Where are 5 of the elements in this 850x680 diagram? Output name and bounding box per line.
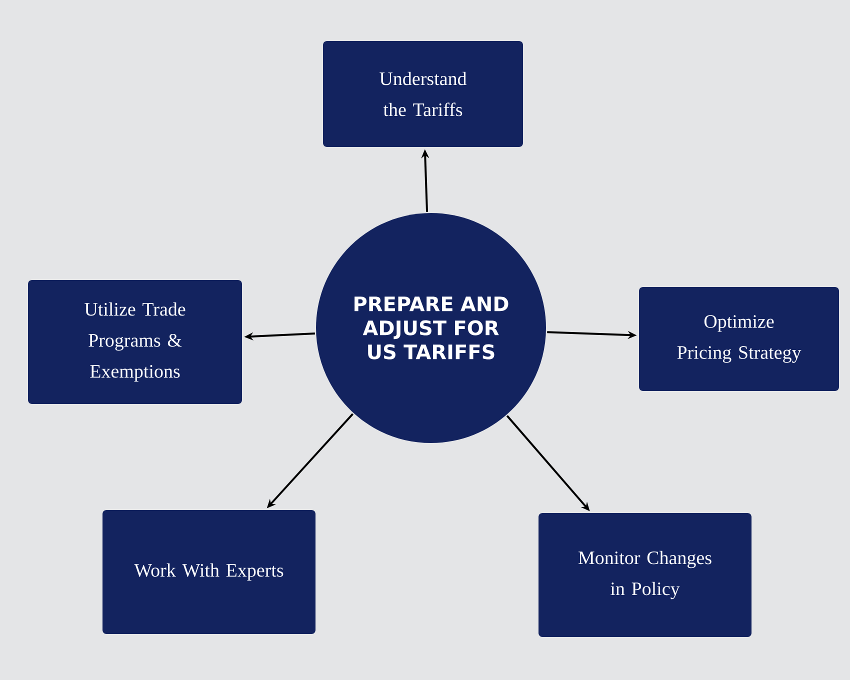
topic-box: Optimize Pricing Strategy bbox=[639, 287, 839, 391]
topic-box: Understand the Tariffs bbox=[323, 41, 523, 147]
topic-box: Work With Experts bbox=[102, 510, 316, 634]
topic-box: Monitor Changes in Policy bbox=[538, 513, 752, 637]
topic-box: Utilize Trade Programs & Exemptions bbox=[28, 280, 242, 404]
